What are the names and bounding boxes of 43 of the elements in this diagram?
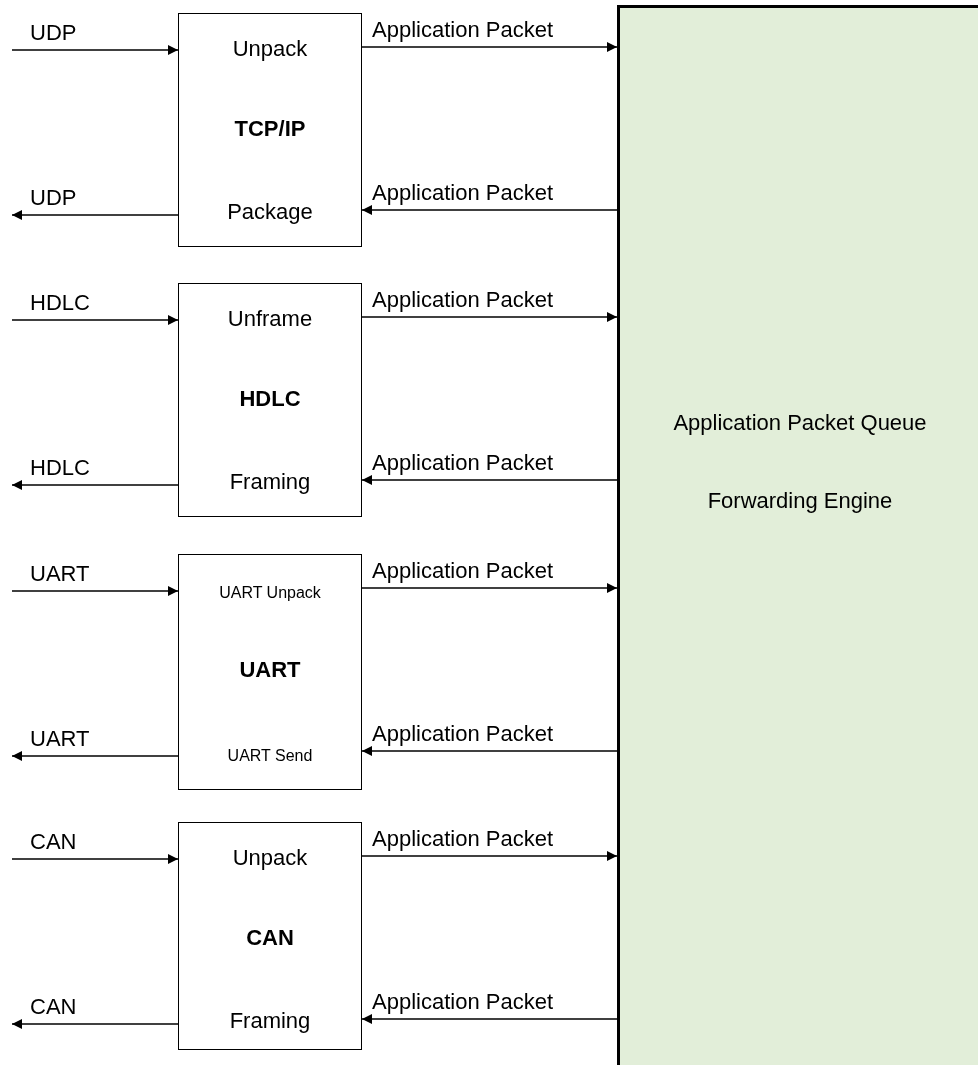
engine-panel	[617, 5, 978, 1065]
process-box	[178, 13, 362, 247]
function-label: Unpack	[231, 36, 309, 62]
edge-label: Application Packet	[370, 181, 555, 205]
function-label: Package	[226, 199, 314, 225]
edge-label: Application Packet	[370, 990, 555, 1014]
arrow	[361, 851, 618, 861]
arrow	[361, 746, 618, 756]
edge-label: Application Packet	[370, 288, 555, 312]
arrow	[11, 751, 179, 761]
function-label: UART Unpack	[218, 583, 322, 603]
arrow	[361, 475, 618, 485]
module-title: HDLC	[238, 386, 302, 412]
arrow	[11, 480, 179, 490]
function-label: UART Send	[226, 746, 314, 766]
arrow	[11, 1019, 179, 1029]
function-label: Framing	[228, 1008, 312, 1034]
engine-label: Application Packet Queue	[672, 410, 928, 436]
function-label: Unpack	[231, 845, 309, 871]
process-box	[178, 283, 362, 517]
arrow	[361, 583, 618, 593]
arrow	[361, 205, 618, 215]
arrow	[11, 854, 179, 864]
edge-label: Application Packet	[370, 722, 555, 746]
module-title: TCP/IP	[233, 116, 307, 142]
function-label: Unframe	[226, 306, 314, 332]
arrow	[11, 210, 179, 220]
process-box	[178, 822, 362, 1050]
arrow	[361, 1014, 618, 1024]
module-title: UART	[238, 657, 302, 683]
engine-label: Forwarding Engine	[706, 488, 894, 514]
arrow	[11, 586, 179, 596]
edge-label: Application Packet	[370, 559, 555, 583]
edge-label: Application Packet	[370, 18, 555, 42]
arrow	[361, 312, 618, 322]
module-title: CAN	[245, 925, 295, 951]
function-label: Framing	[228, 469, 312, 495]
edge-label: Application Packet	[370, 827, 555, 851]
process-box	[178, 554, 362, 790]
arrow	[361, 42, 618, 52]
edge-label: Application Packet	[370, 451, 555, 475]
arrow	[11, 45, 179, 55]
arrow	[11, 315, 179, 325]
